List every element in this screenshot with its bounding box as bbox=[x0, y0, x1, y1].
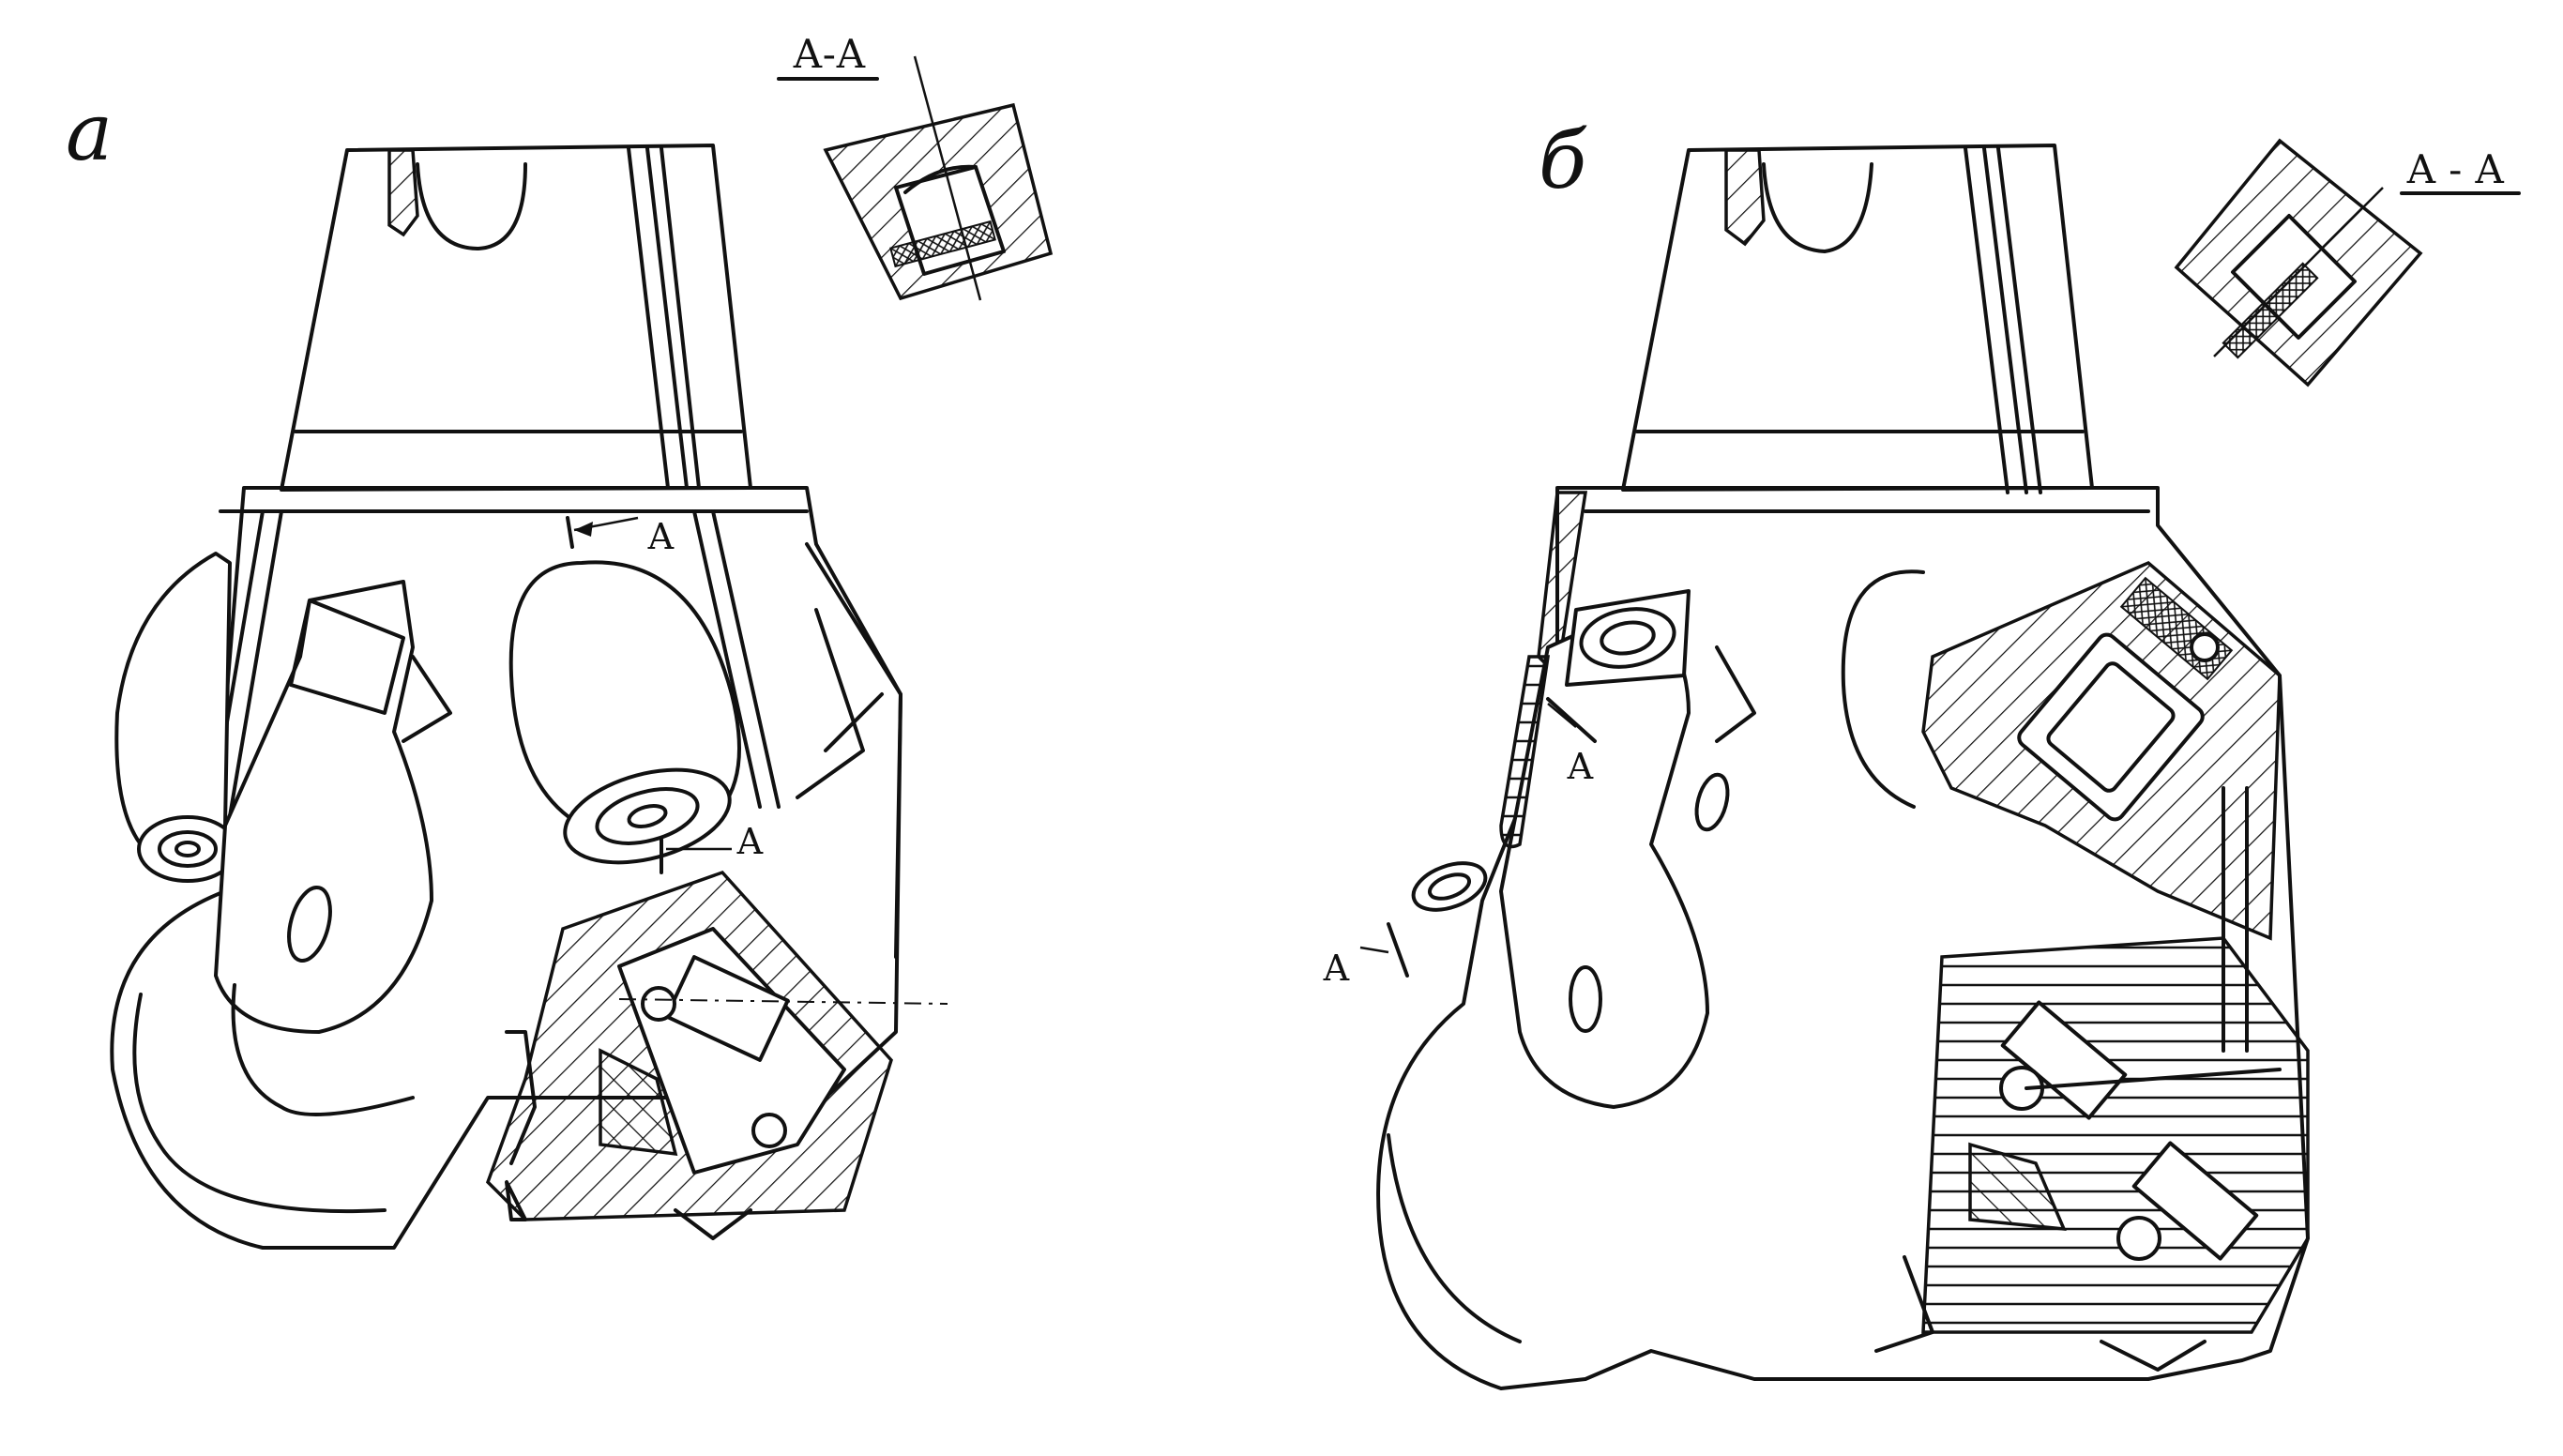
panel-b-shank bbox=[1621, 144, 2094, 492]
panel-a-cut-mark-top: А bbox=[647, 516, 675, 557]
panel-a-label: а bbox=[66, 86, 113, 178]
panel-a-cut-mark-bottom: А bbox=[736, 821, 764, 862]
panel-b-body bbox=[1376, 486, 2310, 1390]
panel-b-section-detail bbox=[2174, 138, 2423, 387]
panel-b-leg bbox=[1499, 599, 1709, 1109]
panel-b-cut-mark-bottom: А bbox=[1323, 948, 1350, 989]
panel-b-label: б bbox=[1539, 114, 1587, 206]
panel-a-section-detail bbox=[823, 55, 1054, 301]
panel-a-leg bbox=[214, 580, 433, 1034]
panel-b-cut-mark-top: А bbox=[1567, 746, 1594, 787]
panel-a-body bbox=[110, 486, 902, 1250]
panel-a-nozzle-left bbox=[114, 552, 232, 861]
panel-b-bit-view: А А А - А б bbox=[1323, 114, 2521, 1390]
panel-b-cone-section bbox=[1921, 936, 2310, 1334]
panel-a-section-title: А-А bbox=[793, 31, 866, 77]
panel-a-bit-view: А А А-А а bbox=[66, 31, 1054, 1250]
panel-b-section-title: А - А bbox=[2406, 146, 2505, 192]
